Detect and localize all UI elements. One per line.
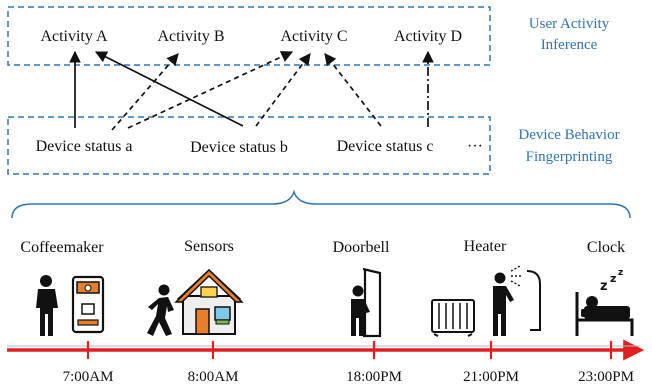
arrow-b-to-activity-a (94, 51, 244, 127)
event-label-coffeemaker: Coffeemaker (20, 239, 104, 256)
timeline-brace (11, 189, 631, 219)
timeline-axis (7, 339, 645, 361)
activity-b-label: Activity B (157, 28, 224, 45)
event-label-doorbell: Doorbell (333, 239, 390, 256)
doorbell-icon (351, 267, 382, 338)
svg-text:z: z (618, 268, 623, 278)
user-activity-title-line2: Inference (541, 37, 598, 53)
event-label-clock: Clock (587, 239, 625, 256)
timeline-ticks (86, 341, 613, 359)
device-status-b-label: Device status b (190, 139, 288, 156)
user-activity-title-line1: User Activity (529, 16, 610, 32)
device-status-c-label: Device status c (337, 138, 434, 155)
arrow-a-to-activity-b (111, 53, 179, 131)
event-label-heater: Heater (464, 238, 507, 255)
time-label-coffeemaker: 7:00AM (63, 369, 114, 385)
svg-text:z: z (600, 279, 608, 294)
time-label-doorbell: 18:00PM (346, 369, 402, 385)
clock-sleep-icon: z z z (575, 268, 634, 336)
house-sensors-icon (147, 268, 244, 336)
time-label-heater: 21:00PM (463, 369, 519, 385)
event-label-sensors: Sensors (184, 238, 234, 255)
device-fingerprinting-title-line1: Device Behavior (518, 127, 619, 143)
activity-layer-box (7, 6, 491, 66)
device-status-a-label: Device status a (36, 138, 133, 155)
ellipsis-label: ··· (467, 138, 483, 155)
device-layer-box (7, 116, 491, 175)
time-label-sensors: 8:00AM (188, 369, 239, 385)
arrow-a-to-activity-c (127, 51, 294, 129)
heater-icon (431, 265, 541, 337)
arrow-c-to-activity-c (324, 53, 382, 127)
svg-text:z: z (610, 272, 616, 285)
device-fingerprinting-title-line2: Fingerprinting (526, 149, 613, 165)
activity-d-label: Activity D (394, 28, 462, 45)
time-label-clock: 23:00PM (578, 369, 634, 385)
activity-a-label: Activity A (40, 28, 108, 45)
activity-c-label: Activity C (280, 28, 347, 45)
coffeemaker-icon (36, 275, 105, 336)
arrow-b-to-activity-c (255, 53, 311, 127)
